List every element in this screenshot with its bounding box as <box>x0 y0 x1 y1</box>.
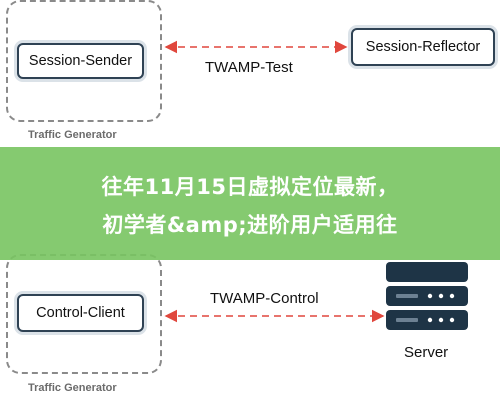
twamp-control-label: TWAMP-Control <box>210 290 319 307</box>
title-banner: 往年11月15日虚拟定位最新， 初学者&amp;进阶用户适用往 <box>0 147 500 260</box>
control-client-node: Control-Client <box>17 294 144 332</box>
traffic-generator-caption-bottom: Traffic Generator <box>28 382 117 394</box>
server-icon <box>386 262 468 330</box>
session-reflector-node: Session-Reflector <box>351 28 495 66</box>
traffic-generator-caption-top: Traffic Generator <box>28 129 117 141</box>
server-label: Server <box>404 344 449 361</box>
traffic-generator-frame-top <box>6 0 162 122</box>
banner-title-line-2: 初学者&amp;进阶用户适用往 <box>102 213 398 237</box>
banner-title-line-1: 往年11月15日虚拟定位最新， <box>101 175 399 199</box>
session-sender-node: Session-Sender <box>17 43 144 79</box>
twamp-test-label: TWAMP-Test <box>205 59 293 76</box>
